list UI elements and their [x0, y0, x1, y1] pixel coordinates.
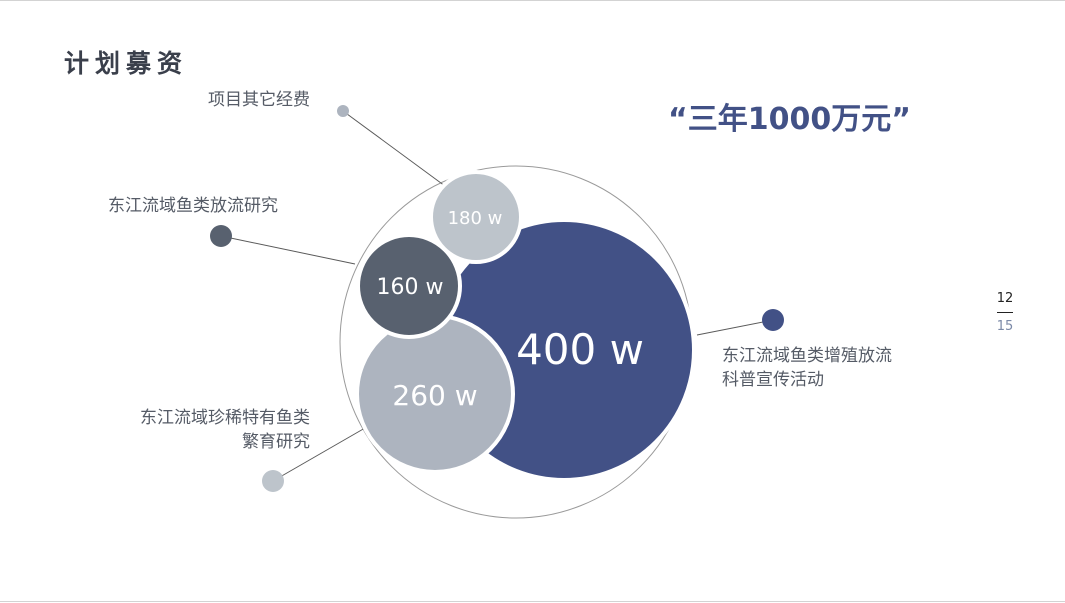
page-current: 12	[996, 291, 1014, 306]
bubble-release	[356, 233, 462, 339]
leader-line-promo	[696, 319, 774, 336]
dot-other	[337, 105, 349, 117]
page-indicator: 12 15	[988, 290, 1022, 336]
label-line: 东江流域珍稀特有鱼类	[140, 408, 310, 428]
value-release: 160 w	[377, 275, 444, 300]
dot-rare	[262, 470, 284, 492]
page-total: 15	[996, 319, 1014, 334]
leader-line-release	[220, 235, 356, 265]
slogan: “三年1000万元”	[668, 102, 911, 137]
bottom-rule	[0, 601, 1065, 602]
page-divider	[997, 312, 1013, 313]
dot-promo	[762, 309, 784, 331]
label-line: 科普宣传活动	[722, 370, 824, 390]
label-line: 东江流域鱼类增殖放流	[722, 346, 892, 366]
leader-line-other	[342, 110, 446, 187]
page-title: 计划募资	[64, 49, 189, 78]
dot-release	[210, 225, 232, 247]
value-promo: 400 w	[516, 325, 644, 374]
label-other-expenses: 项目其它经费	[208, 88, 310, 112]
label-release-promotion: 东江流域鱼类增殖放流 科普宣传活动	[722, 344, 892, 392]
bubble-other	[429, 170, 523, 264]
label-release-research: 东江流域鱼类放流研究	[108, 194, 278, 218]
value-other: 180 w	[448, 208, 503, 229]
top-rule	[0, 0, 1065, 1]
label-line: 繁育研究	[242, 432, 310, 452]
label-rare-species-breeding: 东江流域珍稀特有鱼类 繁育研究	[96, 406, 310, 454]
value-rare: 260 w	[392, 379, 477, 412]
leader-line-rare	[272, 427, 366, 482]
label-line: 东江流域鱼类放流研究	[108, 196, 278, 216]
label-line: 项目其它经费	[208, 90, 310, 110]
